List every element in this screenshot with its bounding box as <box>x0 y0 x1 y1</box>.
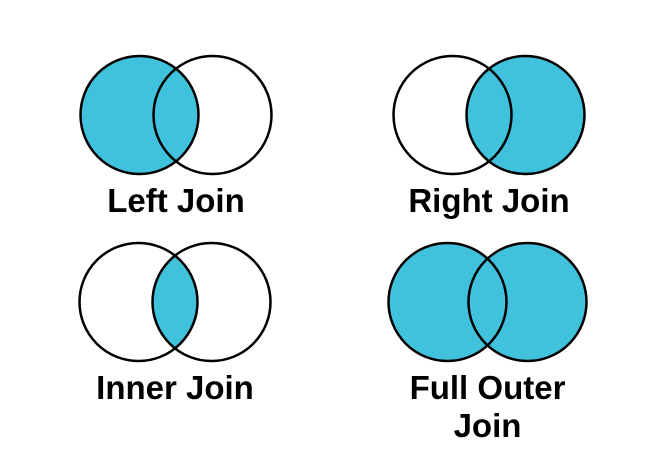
venn-right-join-icon <box>392 54 586 176</box>
join-label-right: Right Join <box>408 182 570 219</box>
venn-full-outer-join-icon <box>387 241 588 363</box>
join-label-inner: Inner Join <box>96 369 254 406</box>
join-diagram-full-outer-join: Full Outer Join <box>386 240 589 445</box>
join-label-left: Left Join <box>107 182 245 219</box>
join-diagram-inner-join: Inner Join <box>77 240 273 407</box>
venn-left-join-icon <box>79 54 273 176</box>
join-label-full-outer: Full Outer Join <box>409 369 566 444</box>
join-diagram-left-join: Left Join <box>78 53 274 220</box>
venn-inner-join-icon <box>78 241 272 363</box>
join-diagram-right-join: Right Join <box>391 53 587 220</box>
